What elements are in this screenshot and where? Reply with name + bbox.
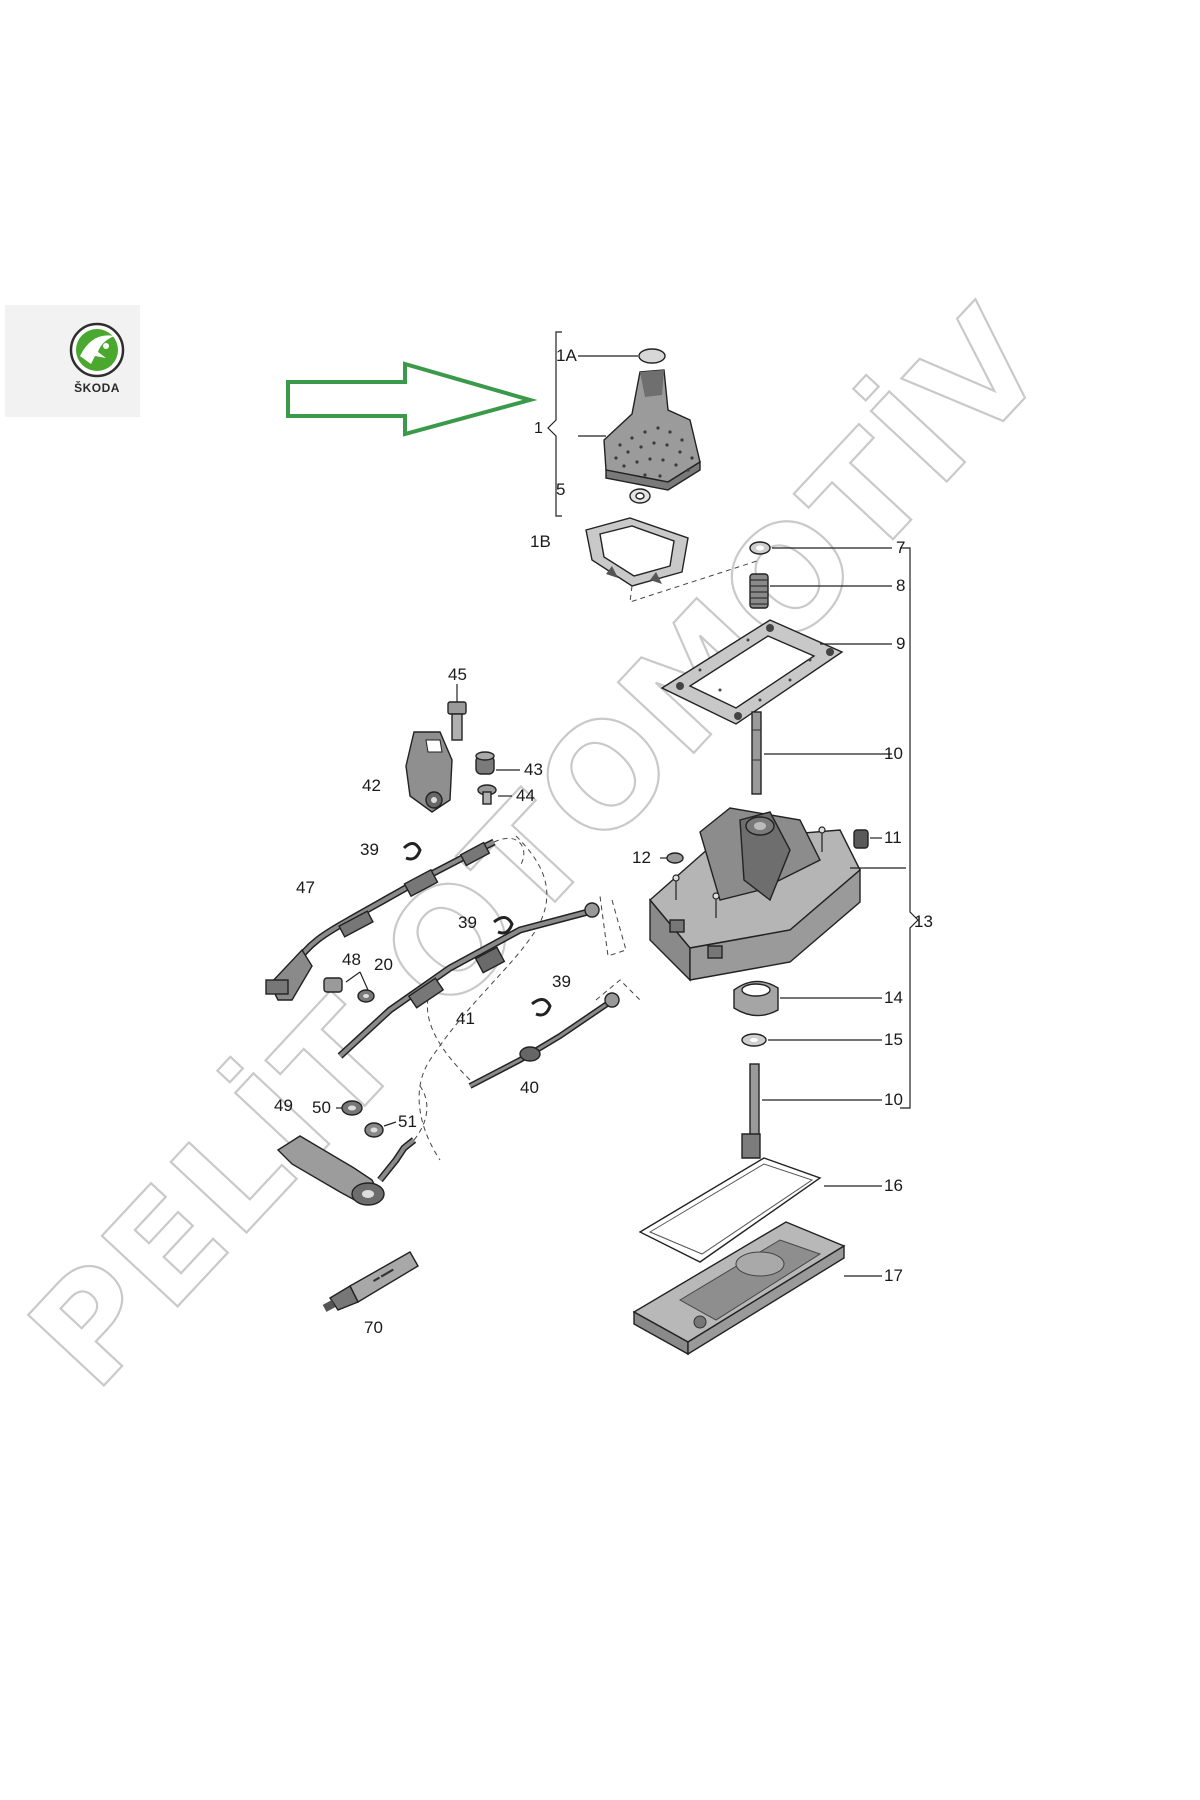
retaining-ring-part [629,488,651,504]
callout-1B: 1B [530,532,551,551]
callout-51: 51 [398,1112,417,1131]
callout-1A: 1A [556,346,577,365]
callout-39-lower: 39 [552,972,571,991]
dashed-leader-cables [418,835,548,1161]
gasket-plate-part-9 [660,619,892,725]
callout-49: 49 [274,1096,293,1115]
boot-frame-part [585,517,761,603]
callout-20: 20 [374,955,393,974]
seal-part-16 [638,1157,882,1263]
callout-11: 11 [884,828,902,847]
nut-part-50 [336,1100,363,1116]
callout-labels: 1A 1 5 1B 7 8 9 10 11 12 13 14 15 10 16 … [274,346,933,1337]
callout-13: 13 [914,912,933,931]
callout-70: 70 [364,1318,383,1337]
callout-41: 41 [456,1009,475,1028]
callout-45: 45 [448,665,467,684]
bracket-housing-assembly [900,547,919,1109]
callout-10-upper: 10 [884,744,903,763]
callout-43: 43 [524,760,543,779]
brand-logo: ŠKODA [5,305,140,417]
callout-15: 15 [884,1030,903,1049]
washer-part-15 [741,1033,882,1047]
skoda-logo-icon [69,322,125,378]
brand-name: ŠKODA [74,380,120,395]
callout-7: 7 [896,538,905,557]
bearing-shell-part-14 [733,980,882,1017]
mounting-bracket-part-42 [405,731,453,813]
knob-cap-part [578,348,666,364]
callout-17: 17 [884,1266,903,1285]
clip-part-39b [493,916,514,935]
bracket-gear-knob-group [547,331,562,517]
shift-rod-part-10a [751,711,892,795]
shift-cable-part-47 [265,837,525,1001]
callout-44: 44 [516,786,535,805]
callout-47: 47 [296,878,315,897]
gear-knob-part [578,369,701,491]
nut-part-12 [660,852,684,864]
clip-part-39a [402,842,422,861]
callout-10-lower: 10 [884,1090,903,1109]
callout-48: 48 [342,950,361,969]
callout-14: 14 [884,988,903,1007]
bushing-part-43 [475,751,520,775]
clip-part-39c [531,998,552,1017]
washer-part-20 [357,989,375,1003]
callout-16: 16 [884,1176,903,1195]
callout-5: 5 [556,480,565,499]
callout-8: 8 [896,576,905,595]
bushing-part-51 [364,1121,397,1138]
gear-shift-housing-part [649,807,906,982]
selector-cable-part-41 [337,902,600,1059]
callout-12: 12 [632,848,651,867]
washer-part-7 [749,541,892,555]
bushing-part-48 [323,971,369,993]
callout-1: 1 [534,420,543,437]
callout-42: 42 [362,776,381,795]
screw-part-44 [477,784,512,805]
callout-50: 50 [312,1098,331,1117]
spring-part-8 [749,573,892,609]
lever-part-49 [276,1085,428,1206]
shift-rod-part-10b [741,1063,882,1159]
bolt-part-45 [447,684,467,741]
highlight-arrow-icon [286,361,538,437]
bottom-cover-part-17 [632,1221,882,1356]
clip-part-11 [853,829,882,849]
callout-9: 9 [896,634,905,653]
callout-39-middle: 39 [458,913,477,932]
callout-40: 40 [520,1078,539,1097]
watermark-text: PELİT OTOMOTİV [0,276,1079,1419]
grease-tube-part-70: ▬ ▬▬ [322,1251,419,1312]
callout-39-upper: 39 [360,840,379,859]
cable-end-part-40 [468,992,620,1089]
